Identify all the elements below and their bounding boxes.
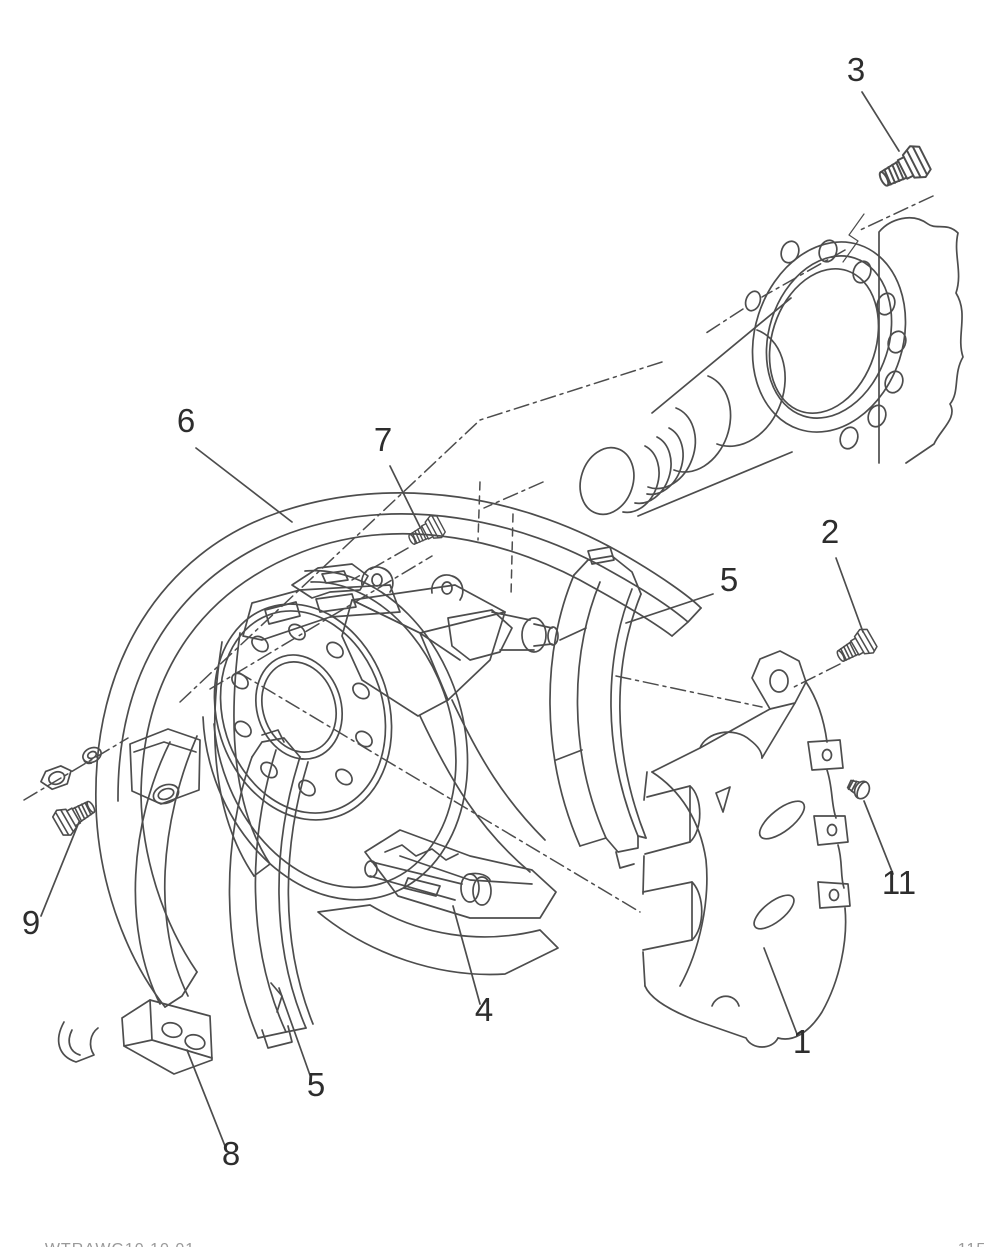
caliper-adapter-arm (317, 584, 559, 976)
brake-pad-outer (549, 546, 647, 869)
callout-numbers: 3 6 7 2 5 9 11 4 1 5 8 (22, 51, 916, 1172)
callout-1: 1 (793, 1023, 811, 1060)
footer: WTRAWG10 10 01 115 (45, 1241, 987, 1247)
callout-3: 3 (847, 51, 865, 88)
callout-9: 9 (22, 904, 40, 941)
caliper-bolt (831, 625, 880, 670)
brake-pad-inner (228, 729, 314, 1049)
footer-right-text: 115 (958, 1241, 987, 1247)
anchor-plate (57, 728, 213, 1075)
callout-leader-lines (40, 91, 900, 1147)
callout-4: 4 (475, 991, 493, 1028)
callout-7: 7 (374, 421, 392, 458)
dust-shield (95, 492, 702, 1008)
callout-6: 6 (177, 402, 195, 439)
hub-flange-bolt-holes (780, 239, 907, 450)
hub-bolt (872, 141, 934, 197)
footer-left-text: WTRAWG10 10 01 (45, 1241, 195, 1247)
brake-caliper (642, 650, 851, 1048)
callout-8: 8 (222, 1135, 240, 1172)
hex-nut (40, 765, 72, 791)
brake-rotor (202, 569, 469, 901)
rotor-lug-holes (231, 623, 373, 797)
shield-bolt (403, 512, 448, 552)
explosion-axis-lines (23, 195, 934, 913)
washer (82, 746, 102, 765)
callout-5-inner-pad: 5 (307, 1066, 325, 1103)
guide-pin-assembly (364, 844, 492, 906)
bleeder-screw (846, 779, 871, 800)
callout-11: 11 (882, 864, 916, 901)
callout-5-outer-pad: 5 (720, 561, 738, 598)
callout-2: 2 (821, 513, 839, 550)
hub-spindle-assembly (579, 216, 964, 517)
